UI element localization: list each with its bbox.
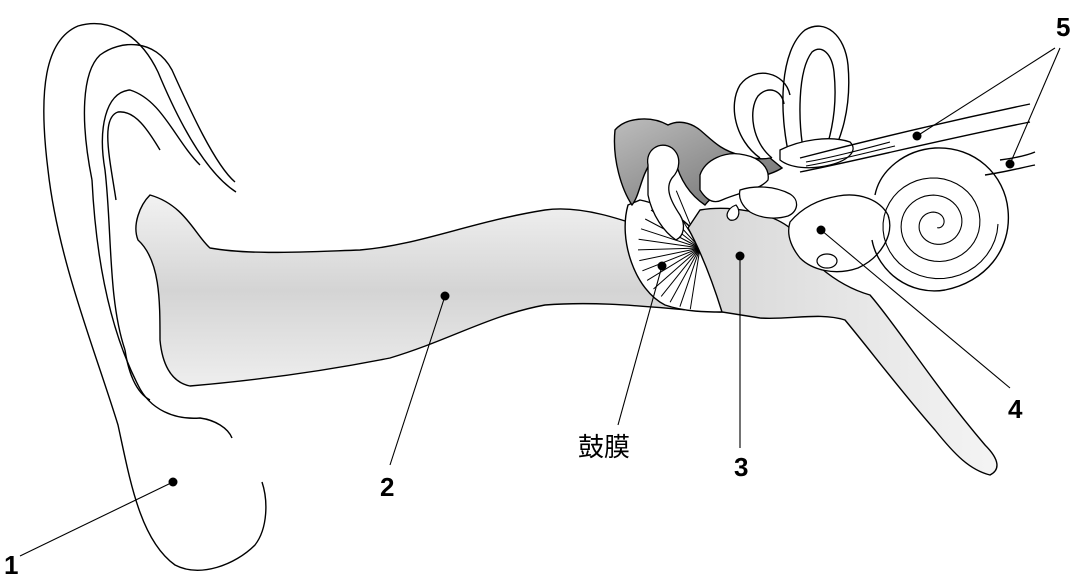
vestibule xyxy=(789,195,890,272)
round-window xyxy=(817,254,837,268)
marker-dot-5b xyxy=(1006,160,1015,169)
label-eardrum: 鼓膜 xyxy=(578,432,630,462)
label-2: 2 xyxy=(380,472,394,502)
marker-dot-eardrum xyxy=(658,262,667,271)
label-4: 4 xyxy=(1008,394,1023,424)
label-5: 5 xyxy=(1056,12,1070,42)
marker-dot-4 xyxy=(817,226,826,235)
cochlea xyxy=(872,148,1008,291)
marker-dot-5a xyxy=(913,132,922,141)
semicircular-canals xyxy=(734,26,853,168)
marker-dot-2 xyxy=(441,292,450,301)
marker-dot-3 xyxy=(736,252,745,261)
marker-dot-1 xyxy=(169,478,178,487)
label-3: 3 xyxy=(734,452,748,482)
label-1: 1 xyxy=(4,550,18,578)
